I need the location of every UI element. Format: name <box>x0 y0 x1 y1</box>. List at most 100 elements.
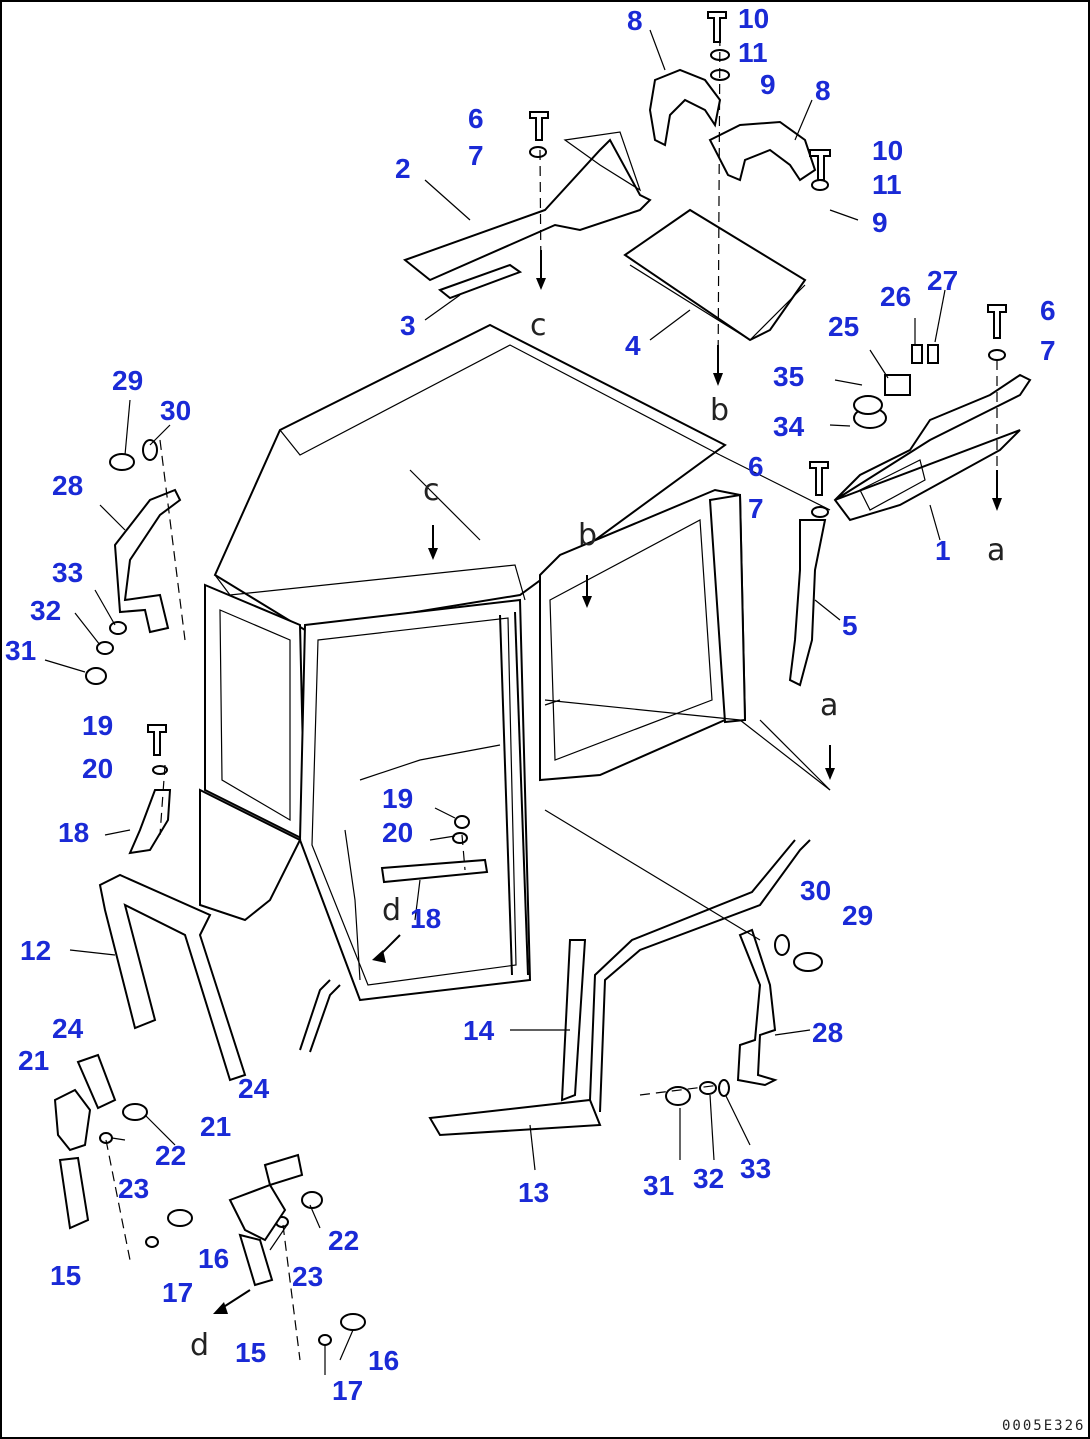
callout-15: 15 <box>50 1260 81 1291</box>
callout-22: 22 <box>155 1140 186 1171</box>
callout-21: 21 <box>18 1045 49 1076</box>
part-15-plate-left <box>58 1156 90 1230</box>
part-2-cover <box>402 138 652 282</box>
callout-31: 31 <box>5 635 36 666</box>
assembly-guides <box>105 19 998 1361</box>
callout-12: 12 <box>20 935 51 966</box>
callout-16: 16 <box>368 1345 399 1376</box>
part-14-rail <box>560 939 587 1102</box>
ref-letter-d: d <box>382 893 401 928</box>
callout-8: 8 <box>627 5 643 36</box>
ref-letter-b: b <box>710 393 729 428</box>
ref-letter-a: a <box>987 533 1005 568</box>
callout-27: 27 <box>927 265 958 296</box>
part-21-bracket-left <box>53 1088 92 1152</box>
callout-35: 35 <box>773 361 804 392</box>
ref-letter-c: c <box>423 473 440 508</box>
part-15-plate-right <box>238 1233 274 1287</box>
callout-34: 34 <box>773 411 805 442</box>
callout-8: 8 <box>815 75 831 106</box>
callout-6: 6 <box>1040 295 1056 326</box>
part-26-nut <box>911 344 923 364</box>
callout-7: 7 <box>1040 335 1056 366</box>
callout-33: 33 <box>52 557 83 588</box>
callout-9: 9 <box>872 207 888 238</box>
callout-9: 9 <box>760 69 776 100</box>
ref-letter-d: d <box>190 1328 209 1363</box>
part-5-trim <box>788 519 827 687</box>
callout-23: 23 <box>118 1173 149 1204</box>
part-24-plate-right <box>263 1153 304 1187</box>
callout-6: 6 <box>468 103 484 134</box>
part-12-rail <box>98 873 247 1082</box>
callout-4: 4 <box>625 330 641 361</box>
callout-18: 18 <box>410 903 441 934</box>
callout-18: 18 <box>58 817 89 848</box>
part-27-nut <box>927 344 939 364</box>
figure-code: 0005E326 <box>1002 1418 1085 1434</box>
part-24-plate-left <box>76 1053 117 1110</box>
part-28-hinge-left <box>113 488 182 634</box>
part-8-bracket-right <box>708 120 817 182</box>
callout-33: 33 <box>740 1153 771 1184</box>
callout-29: 29 <box>842 900 873 931</box>
callout-15: 15 <box>235 1337 266 1368</box>
callout-30: 30 <box>800 875 831 906</box>
callout-23: 23 <box>292 1261 323 1292</box>
callout-11: 11 <box>738 37 768 68</box>
part-21-bracket-right <box>228 1183 287 1242</box>
callout-26: 26 <box>880 281 911 312</box>
callout-1: 1 <box>935 535 951 566</box>
part-3-strip <box>437 263 523 300</box>
part-callouts: 8 10 11 9 8 6 7 10 11 9 2 3 4 26 27 6 7 … <box>5 3 1056 1406</box>
part-1-console <box>833 373 1032 522</box>
arrows <box>213 250 1002 1314</box>
callout-20: 20 <box>382 817 413 848</box>
ref-letter-a: a <box>820 688 838 723</box>
callout-14: 14 <box>463 1015 495 1046</box>
callout-11: 11 <box>872 169 902 200</box>
callout-16: 16 <box>198 1243 229 1274</box>
callout-7: 7 <box>468 140 484 171</box>
part-18-bracket-left <box>128 789 172 855</box>
callout-28: 28 <box>52 470 83 501</box>
callout-13: 13 <box>518 1177 549 1208</box>
callout-21: 21 <box>200 1111 231 1142</box>
callout-2: 2 <box>395 153 411 184</box>
cab-frame <box>199 323 831 1002</box>
callout-19: 19 <box>382 783 413 814</box>
callout-24: 24 <box>238 1073 270 1104</box>
callout-29: 29 <box>112 365 143 396</box>
callout-17: 17 <box>332 1375 363 1406</box>
callout-31: 31 <box>643 1170 674 1201</box>
bolts <box>109 11 1007 1331</box>
callout-28: 28 <box>812 1017 843 1048</box>
reference-letters: c b a c b a d d <box>190 308 1005 1363</box>
leader-lines <box>44 29 946 1375</box>
part-28-hinge-right <box>736 928 778 1087</box>
part-25-block <box>884 374 911 396</box>
callout-32: 32 <box>30 595 61 626</box>
callout-25: 25 <box>828 311 859 342</box>
callout-22: 22 <box>328 1225 359 1256</box>
callout-3: 3 <box>400 310 416 341</box>
ref-letter-b: b <box>578 518 597 553</box>
part-13-rail <box>428 1098 602 1137</box>
callout-32: 32 <box>693 1163 724 1194</box>
callout-10: 10 <box>738 3 769 34</box>
part-18-bracket-center <box>380 858 489 884</box>
callout-30: 30 <box>160 395 191 426</box>
part-4-panel <box>623 208 807 342</box>
ref-letter-c: c <box>530 308 547 343</box>
part-8-bracket-left <box>648 68 722 147</box>
callout-24: 24 <box>52 1013 84 1044</box>
callout-10: 10 <box>872 135 903 166</box>
callout-20: 20 <box>82 753 113 784</box>
callout-17: 17 <box>162 1277 193 1308</box>
callout-7: 7 <box>748 493 764 524</box>
callout-19: 19 <box>82 710 113 741</box>
callout-5: 5 <box>842 610 858 641</box>
callout-6: 6 <box>748 451 764 482</box>
